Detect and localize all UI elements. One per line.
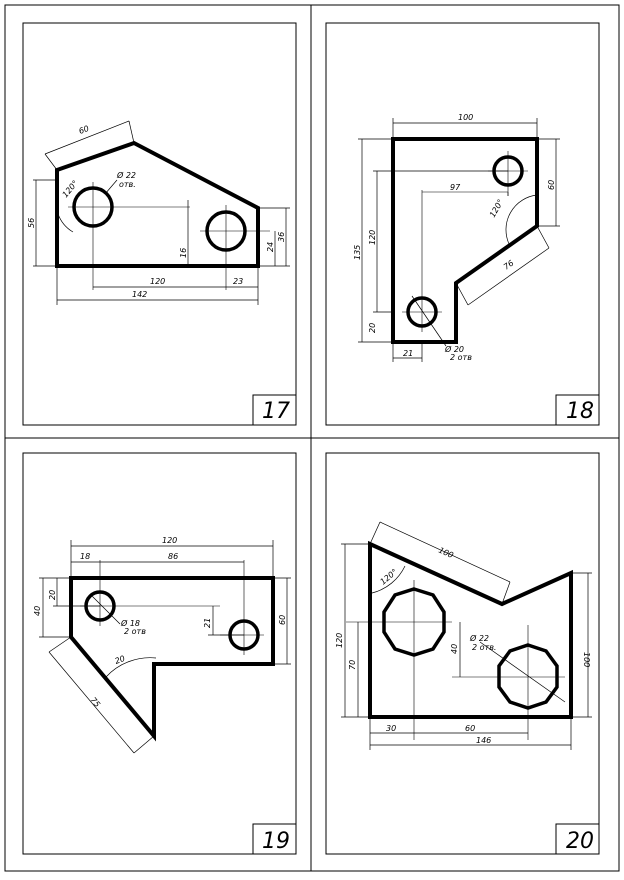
panel-20-number-box — [555, 823, 600, 855]
panel-17-dim-hole: Ø 22 — [116, 170, 136, 180]
panel-20-dimension-lines — [341, 521, 592, 750]
panel-18-centerlines — [402, 151, 528, 332]
panel-18-dim-hole: Ø 20 — [444, 344, 464, 354]
panel-18-dim-bottom: 21 — [403, 349, 413, 358]
panel-19-dimension-lines — [39, 540, 291, 754]
panel-19-centerlines — [80, 560, 264, 655]
panel-20-dim-hole-sub: 2 отв. — [472, 643, 496, 652]
panel-17-dim-h2: 24 — [266, 242, 275, 252]
panel-18-dim-hole-sub: 2 отв — [450, 353, 472, 362]
panel-19-dim-left-small: 20 — [48, 590, 57, 600]
panel-20-centerlines — [346, 580, 565, 740]
panel-17-dim-h3: 36 — [277, 232, 286, 242]
panel-18-dim-right: 60 — [547, 180, 556, 190]
panel-18-dim-left-inner: 120 — [368, 230, 377, 245]
panel-17: 17 60 — [22, 22, 297, 426]
panel-19: 19 — [22, 452, 297, 855]
panel-20-dim-bottom-b: 60 — [465, 724, 475, 733]
panel-17-border — [22, 22, 297, 426]
panel-18-border — [325, 22, 600, 426]
panel-17-dim-small: 23 — [233, 277, 243, 286]
panel-18-dim-left-total: 135 — [353, 245, 362, 260]
panel-20: 20 100 — [325, 452, 600, 855]
panel-19-dim-total: 120 — [162, 536, 177, 545]
panel-20-dim-left-inner: 70 — [348, 660, 357, 670]
panel-19-number: 19 — [262, 829, 290, 854]
panel-18-dimension-lines — [358, 118, 560, 362]
panel-20-dim-angle: 120° — [379, 567, 400, 586]
panel-18-dim-top: 100 — [458, 113, 473, 122]
panel-18-number-box — [555, 394, 600, 426]
panel-20-outline — [368, 540, 573, 719]
panel-17-dim-top: 60 — [78, 124, 91, 136]
panel-18: 18 — [325, 22, 600, 426]
panel-17-dim-hole-sub: отв. — [119, 180, 136, 189]
panel-20-number: 20 — [566, 829, 594, 854]
panel-19-number-box — [252, 823, 297, 855]
panel-18-number: 18 — [566, 399, 594, 424]
panel-19-dim-inner: 21 — [203, 618, 212, 628]
panel-19-dim-diag: 75 — [88, 696, 101, 710]
panel-20-dim-top: 100 — [437, 546, 455, 560]
panel-20-dim-hole: Ø 22 — [469, 633, 489, 643]
panel-19-dim-angle: 20 — [114, 654, 127, 666]
panel-19-dim-a: 18 — [80, 552, 90, 561]
panel-17-dim-total: 142 — [132, 290, 147, 299]
panel-20-dim-right: 100 — [582, 652, 591, 667]
panel-19-dim-right: 60 — [278, 615, 287, 625]
panel-19-dim-hole-sub: 2 отв — [124, 627, 146, 636]
panel-18-outline — [391, 137, 539, 344]
panel-19-outline — [69, 576, 275, 742]
panel-19-dim-hole: Ø 18 — [120, 618, 140, 628]
panel-17-dim-center: 120 — [150, 277, 165, 286]
panel-18-dim-diag: 76 — [502, 258, 516, 271]
panel-20-dim-bottom-a: 30 — [386, 724, 396, 733]
panel-20-dim-center: 40 — [450, 644, 459, 654]
panel-17-outline — [55, 140, 260, 268]
panel-17-number-box — [252, 394, 297, 426]
panel-17-number: 17 — [262, 399, 290, 424]
panel-19-border — [22, 452, 297, 855]
panel-20-dim-left-total: 120 — [335, 633, 344, 648]
panel-18-dim-angle: 120° — [488, 198, 505, 219]
panel-19-dim-left-total: 40 — [33, 606, 42, 616]
panel-20-dim-total: 146 — [476, 736, 491, 745]
panel-17-dimension-lines — [33, 120, 290, 305]
panel-18-dim-left-small: 20 — [368, 323, 377, 333]
panel-17-dim-hcenter: 16 — [179, 248, 188, 258]
panel-17-dim-left: 56 — [27, 218, 36, 228]
panel-17-centerlines — [68, 182, 270, 290]
panel-20-border — [325, 452, 600, 855]
panel-18-dim-inner: 97 — [450, 183, 461, 192]
panel-19-dim-b: 86 — [168, 552, 178, 561]
